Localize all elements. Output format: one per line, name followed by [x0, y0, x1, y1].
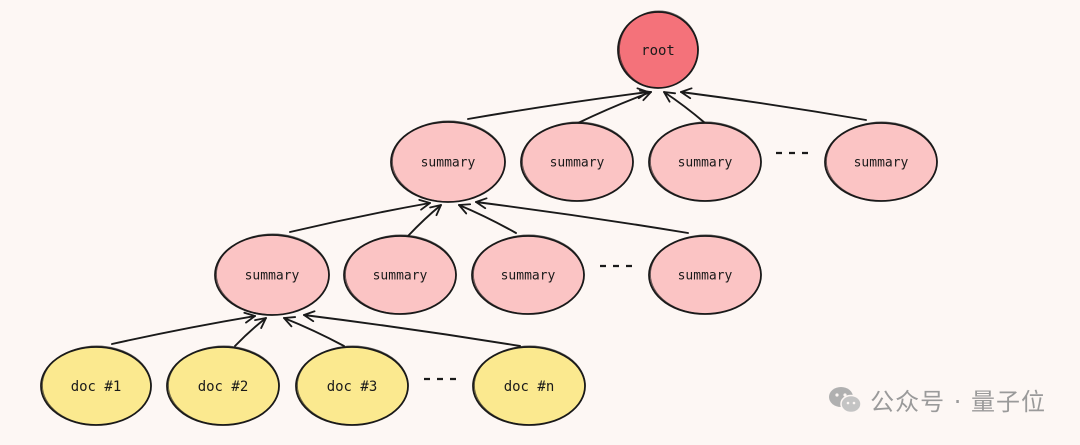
node-s1a: summary — [390, 120, 506, 203]
edge-s1b-root — [577, 89, 652, 124]
node-label-s1d: summary — [854, 156, 909, 171]
wechat-icon — [829, 386, 862, 413]
node-s1c: summary — [648, 121, 762, 202]
nodes-layer: root summary summary summary summary summary s… — [40, 10, 938, 426]
node-label-s1a: summary — [421, 156, 476, 171]
node-d1: doc #1 — [40, 345, 152, 426]
edge-dn-s2a — [303, 310, 521, 347]
node-label-root: root — [641, 43, 675, 59]
node-label-s1c: summary — [678, 156, 733, 171]
node-label-s2b: summary — [373, 269, 428, 284]
node-d3: doc #3 — [295, 345, 409, 426]
node-outline-d3 — [296, 345, 409, 426]
node-s2b: summary — [343, 234, 457, 315]
edge-s2a-s1a — [289, 198, 431, 233]
node-root: root — [617, 10, 699, 89]
node-label-d1: doc #1 — [71, 379, 122, 395]
edge-d1-s2a — [111, 311, 256, 345]
node-outline-dn — [473, 345, 586, 426]
node-outline-root — [618, 10, 699, 89]
edges-layer — [111, 87, 867, 347]
node-outline-d2 — [167, 345, 280, 426]
node-label-s2a: summary — [245, 269, 300, 284]
node-outline-d1 — [41, 345, 152, 426]
node-outline-s1b — [521, 121, 634, 202]
node-label-d3: doc #3 — [327, 379, 378, 395]
edge-s1d-root — [680, 87, 867, 121]
node-outline-s2b — [344, 234, 457, 315]
node-outline-s1c — [649, 121, 762, 202]
edge-s2b-s1a — [407, 204, 442, 237]
watermark: 公众号 · 量子位 — [828, 382, 1046, 417]
edge-d2-s2a — [234, 317, 267, 347]
node-outline-s2c — [472, 234, 585, 315]
node-s2c: summary — [471, 234, 585, 315]
node-label-dn: doc #n — [504, 379, 555, 395]
node-d2: doc #2 — [166, 345, 280, 426]
node-dn: doc #n — [472, 345, 586, 426]
node-s2a: summary — [214, 233, 330, 316]
node-outline-s2d — [649, 234, 762, 315]
node-label-s2d: summary — [678, 269, 733, 284]
node-outline-s1d — [825, 121, 938, 202]
node-outline-s1a — [391, 120, 506, 203]
edge-d3-s2a — [283, 316, 345, 347]
node-label-d2: doc #2 — [198, 379, 249, 395]
node-label-s1b: summary — [550, 156, 605, 171]
edge-s2c-s1a — [458, 203, 517, 234]
ellipsis-layer — [424, 151, 812, 381]
node-s1b: summary — [520, 121, 634, 202]
node-outline-s2a — [215, 233, 330, 316]
node-s2d: summary — [648, 234, 762, 315]
node-s1d: summary — [824, 121, 938, 202]
node-label-s2c: summary — [501, 269, 556, 284]
watermark-text: 公众号 · 量子位 — [870, 388, 1046, 416]
edge-s2d-s1a — [475, 197, 689, 234]
edge-s1c-root — [663, 91, 706, 124]
edge-s1a-root — [467, 87, 649, 120]
